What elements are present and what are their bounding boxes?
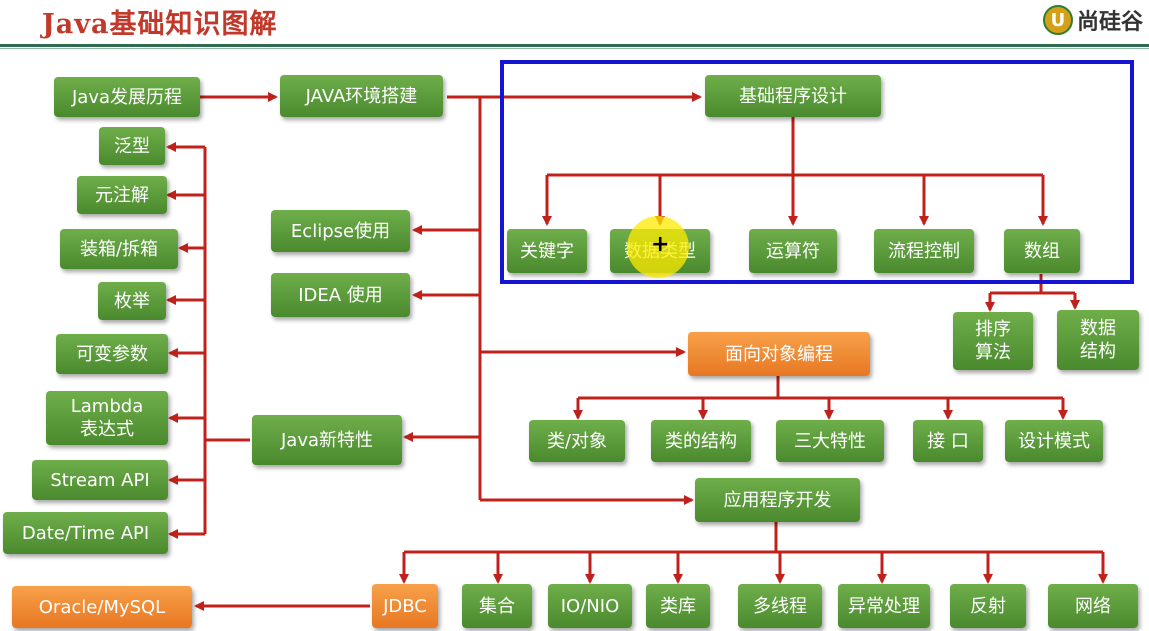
header-divider — [0, 44, 1149, 47]
logo-text: 尚硅谷 — [1076, 10, 1143, 35]
logo-icon: U — [1042, 5, 1073, 35]
node-java-history[interactable]: Java发展历程 — [54, 77, 200, 117]
node-java-env[interactable]: JAVA环境搭建 — [280, 75, 443, 117]
node-app-dev[interactable]: 应用程序开发 — [695, 478, 860, 522]
node-operator[interactable]: 运算符 — [749, 229, 837, 273]
node-meta-annotation[interactable]: 元注解 — [77, 176, 167, 214]
node-oracle-mysql[interactable]: Oracle/MySQL — [12, 586, 192, 628]
node-interface[interactable]: 接 口 — [913, 420, 983, 462]
node-keyword[interactable]: 关键字 — [507, 229, 587, 273]
node-stream-api[interactable]: Stream API — [32, 460, 168, 500]
node-array[interactable]: 数组 — [1004, 229, 1080, 273]
node-lambda[interactable]: Lambda 表达式 — [46, 391, 168, 445]
node-class-structure[interactable]: 类的结构 — [651, 420, 751, 462]
node-design-patterns[interactable]: 设计模式 — [1005, 420, 1103, 462]
node-data-structure[interactable]: 数据 结构 — [1057, 310, 1139, 370]
node-oop[interactable]: 面向对象编程 — [688, 332, 870, 376]
node-jdbc[interactable]: JDBC — [372, 584, 438, 628]
node-network[interactable]: 网络 — [1048, 584, 1138, 628]
node-class-library[interactable]: 类库 — [646, 584, 710, 628]
node-three-features[interactable]: 三大特性 — [776, 420, 884, 462]
click-highlight — [627, 216, 689, 278]
node-generics[interactable]: 泛型 — [99, 127, 165, 165]
node-flow-control[interactable]: 流程控制 — [874, 229, 974, 273]
node-io-nio[interactable]: IO/NIO — [548, 584, 632, 628]
node-reflection[interactable]: 反射 — [950, 584, 1026, 628]
node-enum[interactable]: 枚举 — [98, 282, 166, 320]
crosshair-cursor-icon: + — [651, 232, 670, 257]
header-divider-thin — [0, 48, 1149, 49]
node-exception[interactable]: 异常处理 — [838, 584, 930, 628]
node-boxing[interactable]: 装箱/拆箱 — [60, 229, 178, 269]
highlight-box — [500, 60, 1134, 284]
node-multithreading[interactable]: 多线程 — [738, 584, 822, 628]
header: Java基础知识图解 U 尚硅谷 — [0, 0, 1149, 44]
node-datetime-api[interactable]: Date/Time API — [3, 512, 168, 554]
node-java-new-features[interactable]: Java新特性 — [252, 415, 402, 465]
page-title: Java基础知识图解 — [42, 9, 278, 40]
logo: U 尚硅谷 — [1042, 4, 1143, 36]
node-idea[interactable]: IDEA 使用 — [271, 273, 410, 317]
node-eclipse[interactable]: Eclipse使用 — [271, 210, 410, 252]
node-sort-algorithm[interactable]: 排序 算法 — [953, 312, 1033, 370]
node-class-object[interactable]: 类/对象 — [529, 420, 625, 462]
node-basic-programming[interactable]: 基础程序设计 — [705, 75, 881, 117]
node-collections[interactable]: 集合 — [462, 584, 532, 628]
node-varargs[interactable]: 可变参数 — [56, 334, 168, 374]
